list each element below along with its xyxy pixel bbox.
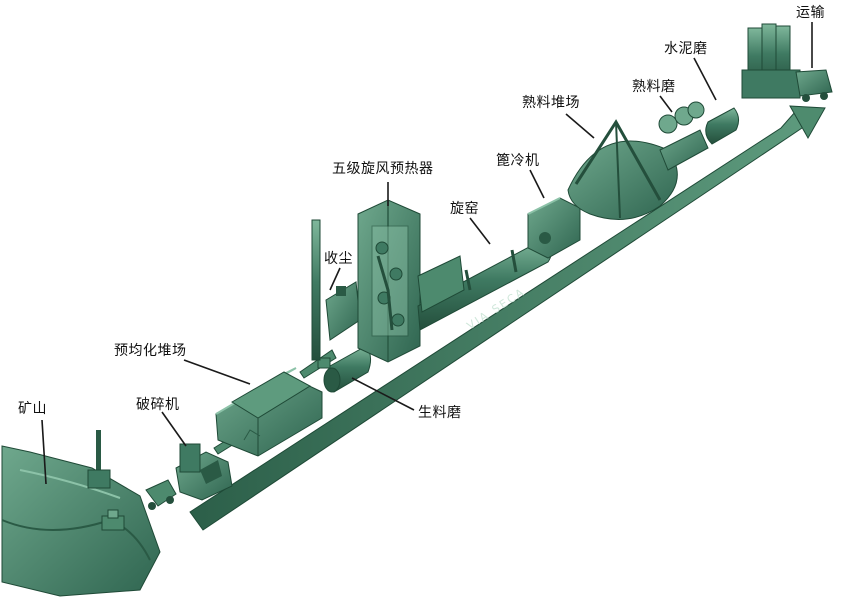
raw-mill: [317, 345, 372, 393]
leader-lines: [41, 22, 813, 485]
mine: [1, 430, 161, 597]
preheater: [357, 199, 421, 363]
label-cement-mill: 水泥磨: [664, 41, 708, 57]
label-crusher: 破碎机: [136, 397, 180, 413]
cooler: [527, 197, 581, 259]
clinker-yard: [567, 119, 678, 220]
label-clinker-yard: 熟料堆场: [522, 95, 580, 111]
label-preheater: 五级旋风预热器: [332, 161, 434, 177]
label-kiln: 旋窑: [450, 201, 479, 217]
clinker-mill: [658, 101, 709, 171]
dust-collector: [311, 219, 361, 361]
silo-icon: [741, 23, 801, 99]
crusher: [175, 443, 233, 501]
label-dust-collector: 收尘: [324, 251, 353, 267]
label-cooler: 篦冷机: [496, 153, 540, 169]
cement-mill: [705, 107, 740, 145]
label-transport: 运输: [796, 5, 825, 21]
transport-truck-icon: [795, 69, 833, 102]
label-mine: 矿山: [18, 401, 47, 417]
label-clinker-mill: 熟料磨: [632, 79, 676, 95]
label-prehomogenizing-yard: 预均化堆场: [114, 343, 187, 359]
label-raw-mill: 生料磨: [418, 405, 462, 421]
prehomogenizing-yard: [215, 367, 323, 457]
excavator-icon: [101, 509, 125, 531]
truck-icon: [145, 479, 177, 510]
mine-chimney: [87, 430, 111, 489]
